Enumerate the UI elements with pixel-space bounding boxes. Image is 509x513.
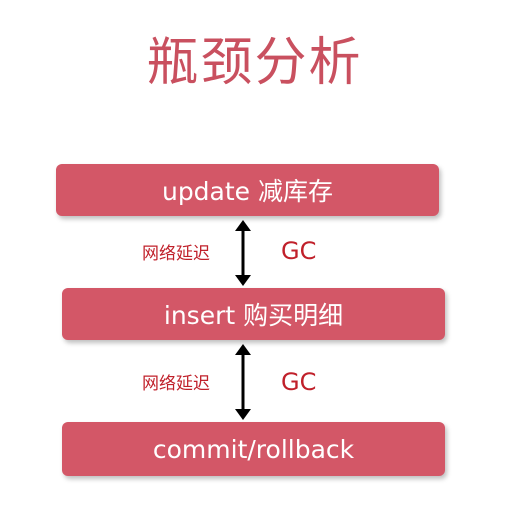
double-arrow-icon-2 bbox=[235, 344, 251, 420]
step-update-box: update 减库存 bbox=[56, 164, 439, 216]
step-update-label: update 减库存 bbox=[161, 177, 334, 206]
step-insert-label: insert 购买明细 bbox=[163, 301, 344, 330]
step-insert-box: insert 购买明细 bbox=[62, 288, 445, 340]
network-latency-label-1: 网络延迟 bbox=[142, 244, 210, 264]
network-latency-label-2: 网络延迟 bbox=[142, 374, 210, 394]
double-arrow-icon-1 bbox=[235, 220, 251, 286]
page-title: 瓶颈分析 bbox=[146, 33, 363, 93]
gc-label-2: GC bbox=[281, 368, 317, 396]
gc-label-1: GC bbox=[281, 237, 317, 265]
step-commit-box: commit/rollback bbox=[62, 422, 445, 476]
step-commit-label: commit/rollback bbox=[152, 434, 355, 464]
